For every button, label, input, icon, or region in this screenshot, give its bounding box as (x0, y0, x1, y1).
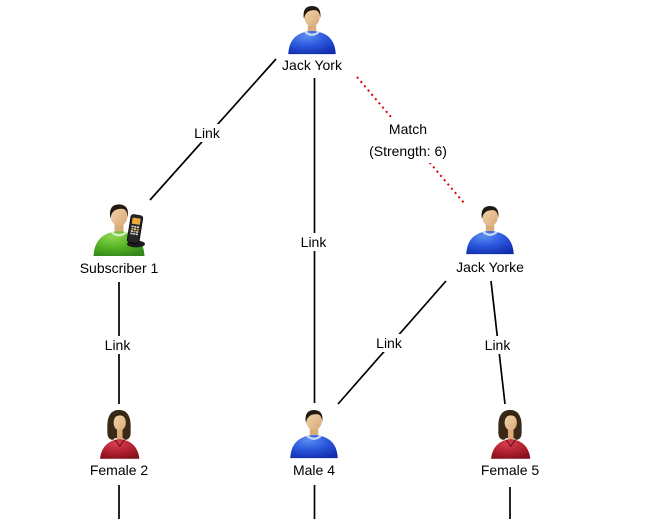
edge-label-link-subscriber1-female2[interactable]: Link (101, 336, 134, 354)
person-female-icon (485, 407, 535, 459)
node-label-jack-yorke: Jack Yorke (454, 259, 526, 275)
match-label-line2: (Strength: 6) (369, 143, 447, 159)
edge-label-link-jackyorke-male4[interactable]: Link (373, 334, 405, 352)
edge-label-link-jackyork-subscriber1[interactable]: Link (191, 124, 223, 142)
edge-label-link-jackyorke-female5[interactable]: Link (481, 336, 514, 354)
node-label-subscriber-1: Subscriber 1 (77, 260, 161, 276)
node-female-5[interactable]: Female 5 (478, 407, 542, 478)
node-female-2[interactable]: Female 2 (87, 407, 151, 478)
node-label-jack-york: Jack York (280, 57, 344, 73)
edge-label-match[interactable]: Match (Strength: 6) (364, 117, 452, 163)
node-jack-yorke[interactable]: Jack Yorke (454, 203, 526, 275)
node-label-female-2: Female 2 (87, 462, 151, 478)
person-with-phone-icon (87, 202, 151, 256)
edge-label-link-jackyork-male4[interactable]: Link (297, 233, 330, 251)
person-male-icon (462, 203, 518, 255)
node-label-female-5: Female 5 (478, 462, 542, 478)
node-subscriber-1[interactable]: Subscriber 1 (77, 202, 161, 276)
node-male-4[interactable]: Male 4 (285, 407, 343, 478)
person-male-icon (286, 407, 342, 459)
node-label-male-4: Male 4 (290, 462, 338, 478)
match-label-line1: Match (388, 121, 428, 137)
node-jack-york[interactable]: Jack York (280, 3, 344, 73)
person-male-icon (284, 3, 340, 55)
person-female-icon (94, 407, 144, 459)
